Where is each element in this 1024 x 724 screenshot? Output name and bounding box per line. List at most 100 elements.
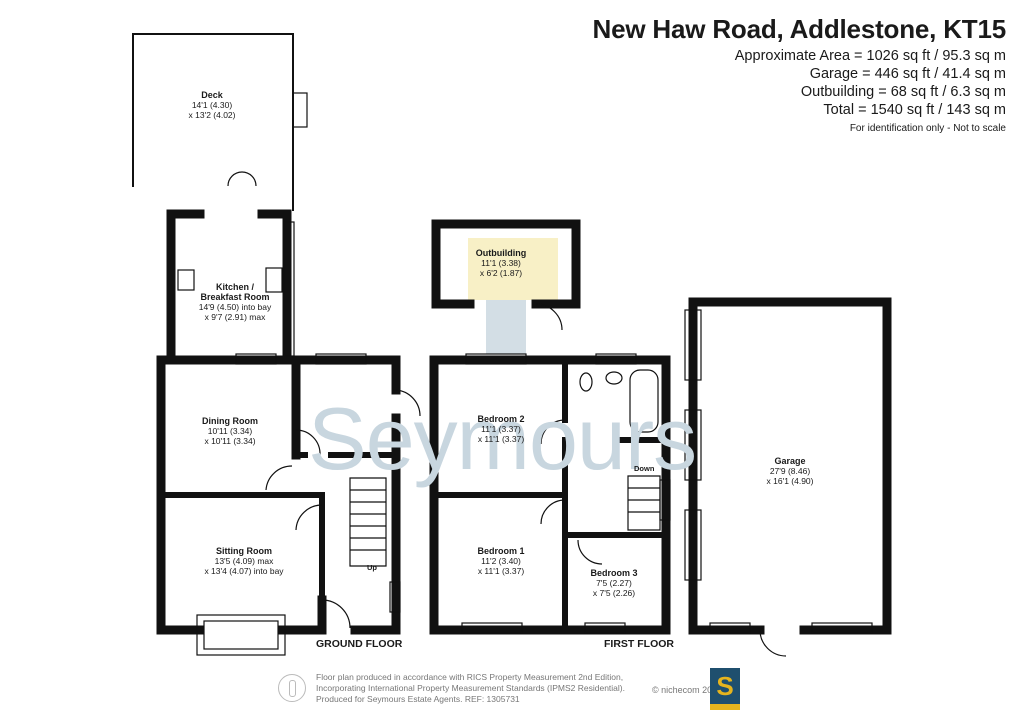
window — [315, 353, 367, 365]
area-approx: Approximate Area = 1026 sq ft / 95.3 sq … — [734, 48, 1006, 64]
outbuilding-highlight — [468, 238, 558, 300]
room-name: Sitting Room — [216, 546, 272, 556]
room-dim: 27'9 (8.46) — [769, 466, 811, 476]
disclaimer: For identification only - Not to scale — [849, 123, 1006, 134]
outbuilding-walls — [431, 219, 581, 309]
sink — [265, 267, 283, 293]
window — [595, 353, 637, 365]
room-dim: 11'1 (3.38) — [481, 258, 521, 268]
window — [709, 622, 751, 634]
watermark-s-block — [486, 300, 526, 354]
room-label-kitchen: Kitchen / Breakfast Room 14'9 (4.50) int… — [190, 282, 280, 322]
window — [811, 622, 873, 634]
window — [235, 353, 277, 365]
deck-outline — [132, 33, 294, 211]
window — [584, 622, 626, 634]
first-floor-label: FIRST FLOOR — [604, 638, 674, 650]
room-name: Bedroom 2 — [477, 414, 525, 424]
room-dim: x 10'11 (3.34) — [204, 436, 256, 446]
logo-letter: S — [716, 671, 734, 701]
room-dim: 14'9 (4.50) into bay — [198, 302, 272, 312]
window — [465, 353, 527, 365]
door-swing — [321, 599, 351, 629]
room-label-deck: Deck 14'1 (4.30) x 13'2 (4.02) — [182, 90, 242, 120]
room-name: Bedroom 1 — [477, 546, 525, 556]
room-label-bedroom2: Bedroom 2 11'1 (3.37) x 11'1 (3.37) — [470, 414, 532, 444]
location-pin-icon — [278, 674, 306, 702]
room-label-sitting: Sitting Room 13'5 (4.09) max x 13'4 (4.0… — [190, 546, 298, 576]
garage-walls — [688, 297, 892, 635]
ground-floor-label: GROUND FLOOR — [316, 638, 403, 650]
seymours-logo: S — [710, 668, 740, 710]
watermark: Seymours — [308, 389, 697, 488]
room-label-outbuilding: Outbuilding 11'1 (3.38) x 6'2 (1.87) — [470, 248, 532, 278]
area-outbuilding: Outbuilding = 68 sq ft / 6.3 sq m — [800, 84, 1006, 100]
window — [684, 509, 702, 581]
door-swing — [535, 303, 563, 331]
room-dim: x 13'4 (4.07) into bay — [204, 566, 284, 576]
room-dim: 7'5 (2.27) — [596, 578, 632, 588]
room-name: Outbuilding — [475, 248, 527, 258]
room-dim: x 11'1 (3.37) — [477, 434, 525, 444]
room-label-garage: Garage 27'9 (8.46) x 16'1 (4.90) — [760, 456, 820, 486]
credit-text: © nichecom 2025. — [652, 685, 725, 695]
room-dim: x 7'5 (2.26) — [592, 588, 636, 598]
room-dim: 10'11 (3.34) — [207, 426, 253, 436]
window — [461, 622, 523, 634]
room-name: Kitchen / — [215, 282, 254, 292]
room-name: Deck — [201, 90, 223, 100]
window — [389, 581, 401, 613]
basin — [605, 371, 623, 385]
door-swing — [395, 389, 421, 417]
room-dim: 11'1 (3.37) — [481, 424, 521, 434]
ground-floor-outer — [156, 355, 401, 635]
door-swing — [295, 504, 323, 531]
first-floor-outer — [429, 355, 671, 635]
room-label-bedroom1: Bedroom 1 11'2 (3.40) x 11'1 (3.37) — [470, 546, 532, 576]
stairs-up-label: Up — [367, 563, 377, 572]
room-dim: x 16'1 (4.90) — [766, 476, 814, 486]
stairs — [349, 477, 387, 567]
door-swing — [540, 499, 566, 525]
hob — [177, 269, 195, 291]
window — [684, 409, 702, 481]
door-swing — [540, 419, 566, 445]
window — [292, 92, 308, 128]
room-dim: x 6'2 (1.87) — [479, 268, 523, 278]
page-title: New Haw Road, Addlestone, KT15 — [592, 14, 1007, 44]
footer-line: Produced for Seymours Estate Agents. REF… — [316, 694, 520, 704]
window — [196, 614, 286, 656]
room-dim: 11'2 (3.40) — [481, 556, 521, 566]
footer-line: Floor plan produced in accordance with R… — [316, 672, 624, 682]
area-total: Total = 1540 sq ft / 143 sq m — [823, 102, 1006, 118]
room-dim: 14'1 (4.30) — [191, 100, 233, 110]
room-dim: 13'5 (4.09) max — [214, 556, 274, 566]
area-garage: Garage = 446 sq ft / 41.4 sq m — [809, 66, 1006, 82]
room-label-dining: Dining Room 10'11 (3.34) x 10'11 (3.34) — [195, 416, 265, 446]
stairs — [627, 475, 661, 531]
door-swing — [227, 171, 257, 187]
footer-text: Floor plan produced in accordance with R… — [316, 672, 625, 705]
window — [684, 309, 702, 381]
door-swing — [759, 629, 787, 657]
stairs-down-label: Down — [634, 464, 655, 473]
footer-line: Incorporating International Property Mea… — [316, 683, 625, 693]
toilet — [579, 372, 593, 392]
kitchen-walls — [166, 209, 292, 365]
room-dim: x 9'7 (2.91) max — [204, 312, 266, 322]
door-swing — [295, 429, 321, 456]
room-name: Bedroom 3 — [590, 568, 638, 578]
room-dim: x 13'2 (4.02) — [188, 110, 236, 120]
room-name: Dining Room — [202, 416, 258, 426]
first-floor-internal — [431, 357, 669, 633]
room-dim: x 11'1 (3.37) — [477, 566, 525, 576]
room-name: Breakfast Room — [200, 292, 270, 302]
logo-bar — [710, 704, 740, 710]
door-swing — [265, 465, 293, 491]
door-swing — [577, 539, 603, 565]
bath — [629, 369, 659, 433]
ground-internal-walls — [158, 452, 399, 603]
window — [283, 221, 295, 357]
window — [203, 620, 279, 650]
